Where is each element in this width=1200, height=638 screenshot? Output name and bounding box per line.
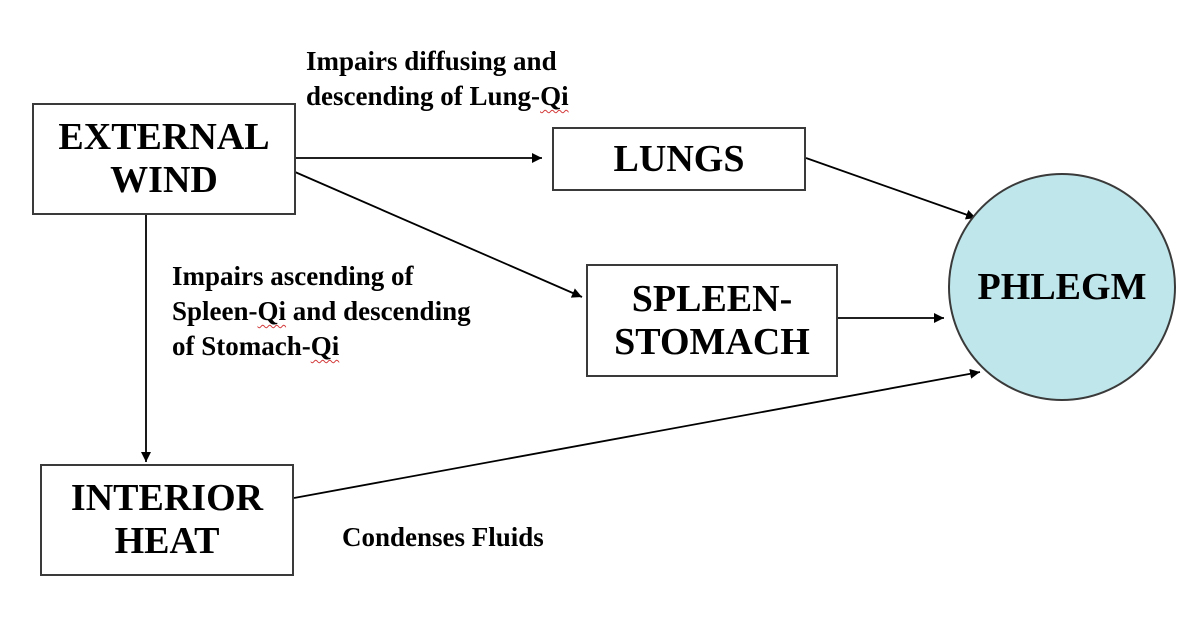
- node-spleen-stomach-label: SPLEEN- STOMACH: [614, 278, 810, 363]
- node-external-wind-label: EXTERNAL WIND: [58, 116, 269, 201]
- label-impairs-lung-qi-line-1: Impairs diffusing and: [306, 46, 557, 76]
- label-impairs-spleen-qi-line-3-prefix: of Stomach-: [172, 331, 311, 362]
- node-interior-heat-line-1: INTERIOR: [70, 477, 264, 520]
- arrow-external-wind-to-spleen-stomach: [294, 171, 583, 298]
- node-interior-heat-line-2: HEAT: [114, 520, 220, 562]
- node-interior-heat: INTERIOR HEAT: [40, 464, 294, 576]
- node-external-wind-line-2: WIND: [110, 159, 218, 201]
- label-impairs-lung-qi-line-2-text: descending of Lung-: [306, 81, 541, 112]
- label-impairs-spleen-qi: Impairs ascending of Spleen-Qi and desce…: [172, 259, 471, 364]
- label-condenses-fluids-text: Condenses Fluids: [342, 522, 544, 552]
- node-spleen-stomach-line-2: STOMACH: [614, 320, 810, 363]
- spellcheck-flagged-word: Qi: [310, 331, 340, 362]
- node-external-wind: EXTERNAL WIND: [32, 103, 296, 215]
- arrow-lungs-to-phlegm: [805, 157, 977, 220]
- node-lungs: LUNGS: [552, 127, 806, 191]
- spellcheck-flagged-word: Qi: [257, 296, 287, 327]
- node-spleen-stomach-line-1: SPLEEN-: [631, 277, 793, 320]
- node-phlegm: PHLEGM: [948, 173, 1176, 401]
- label-impairs-spleen-qi-line-2: Spleen-Qi and descending: [172, 294, 471, 329]
- node-external-wind-line-1: EXTERNAL: [58, 116, 270, 159]
- node-interior-heat-label: INTERIOR HEAT: [71, 477, 263, 562]
- label-impairs-spleen-qi-line-1: Impairs ascending of: [172, 261, 414, 291]
- label-impairs-lung-qi-line-2: descending of Lung-Qi: [306, 79, 569, 114]
- label-impairs-spleen-qi-line-3: of Stomach-Qi: [172, 329, 471, 364]
- spellcheck-flagged-word: Qi: [540, 81, 569, 112]
- node-phlegm-label: PHLEGM: [977, 266, 1147, 308]
- node-lungs-label: LUNGS: [613, 137, 745, 180]
- label-impairs-spleen-qi-line-2-prefix: Spleen-: [172, 296, 258, 327]
- label-impairs-spleen-qi-line-2-suffix: and descending: [286, 296, 471, 327]
- label-condenses-fluids: Condenses Fluids: [342, 520, 544, 555]
- arrow-interior-heat-to-phlegm: [293, 368, 981, 499]
- label-impairs-lung-qi: Impairs diffusing and descending of Lung…: [306, 44, 569, 114]
- node-spleen-stomach: SPLEEN- STOMACH: [586, 264, 838, 377]
